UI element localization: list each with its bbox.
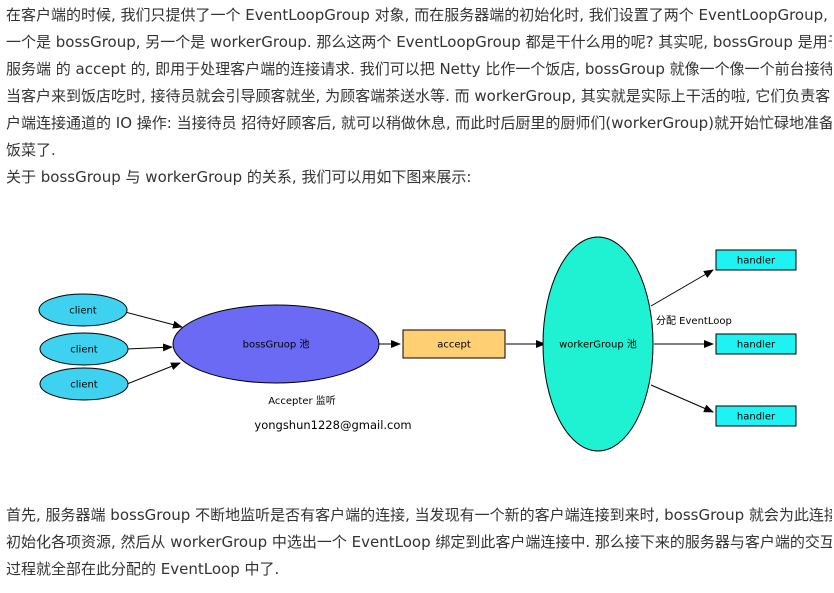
diagram-intro-paragraph: 关于 bossGroup 与 workerGroup 的关系, 我们可以用如下图… xyxy=(6,164,832,191)
handler-label: handler xyxy=(737,412,776,423)
intro-line: 服务端 的 accept 的, 即用于处理客户端的连接请求. 我们可以把 Net… xyxy=(6,60,832,78)
accepter-label: Accepter 监听 xyxy=(268,394,336,407)
intro-paragraph: 在客户端的时候, 我们只提供了一个 EventLoopGroup 对象, 而在服… xyxy=(6,2,832,164)
assign-eventloop-label: 分配 EventLoop xyxy=(656,315,732,327)
explanation-line: 初始化各项资源, 然后从 workerGroup 中选出一个 EventLoop… xyxy=(6,533,832,551)
client-label: client xyxy=(70,345,98,356)
client-label: client xyxy=(70,380,98,391)
handler-label: handler xyxy=(737,256,776,267)
intro-line: 户端连接通道的 IO 操作: 当接待员 招待好顾客后, 就可以稍做休息, 而此时… xyxy=(6,114,832,132)
arrow-client1-to-boss xyxy=(124,311,183,329)
handler-node: handler xyxy=(715,333,797,355)
boss-group-label: bossGruop 池 xyxy=(243,338,310,351)
accept-node: accept xyxy=(402,329,506,359)
diagram-intro-line: 关于 bossGroup 与 workerGroup 的关系, 我们可以用如下图… xyxy=(6,168,472,186)
client-node: client xyxy=(39,367,129,401)
client-label: client xyxy=(69,306,97,317)
boss-group-node: bossGruop 池 xyxy=(172,304,380,384)
explanation-line: 首先, 服务器端 bossGroup 不断地监听是否有客户端的连接, 当发现有一… xyxy=(6,506,832,524)
intro-line: 在客户端的时候, 我们只提供了一个 EventLoopGroup 对象, 而在服… xyxy=(6,6,828,24)
worker-group-label: workerGroup 池 xyxy=(559,338,637,351)
arrow-client3-to-boss xyxy=(126,362,181,385)
arrow-worker-to-handler3 xyxy=(650,384,714,413)
client-node: client xyxy=(39,332,129,366)
intro-line: 饭菜了. xyxy=(6,141,56,159)
explanation-line: 过程就全部在此分配的 EventLoop 中了. xyxy=(6,560,280,578)
handler-node: handler xyxy=(715,249,797,271)
boss-worker-diagram: client client client bossGruop 池 Accepte… xyxy=(38,236,797,452)
handler-node: handler xyxy=(715,405,797,427)
arrow-worker-to-handler1 xyxy=(650,269,714,307)
intro-line: 一个是 bossGroup, 另一个是 workerGroup. 那么这两个 E… xyxy=(6,33,832,51)
intro-line: 当客户来到饭店吃时, 接待员就会引导顾客就坐, 为顾客端茶送水等. 而 work… xyxy=(6,87,831,105)
client-node: client xyxy=(38,293,128,327)
handler-label: handler xyxy=(737,340,776,351)
accept-label: accept xyxy=(437,340,471,351)
author-email: yongshun1228@gmail.com xyxy=(254,418,411,432)
arrow-client2-to-boss xyxy=(126,343,173,352)
explanation-paragraph: 首先, 服务器端 bossGroup 不断地监听是否有客户端的连接, 当发现有一… xyxy=(6,502,832,583)
worker-group-node: workerGroup 池 xyxy=(542,236,654,452)
